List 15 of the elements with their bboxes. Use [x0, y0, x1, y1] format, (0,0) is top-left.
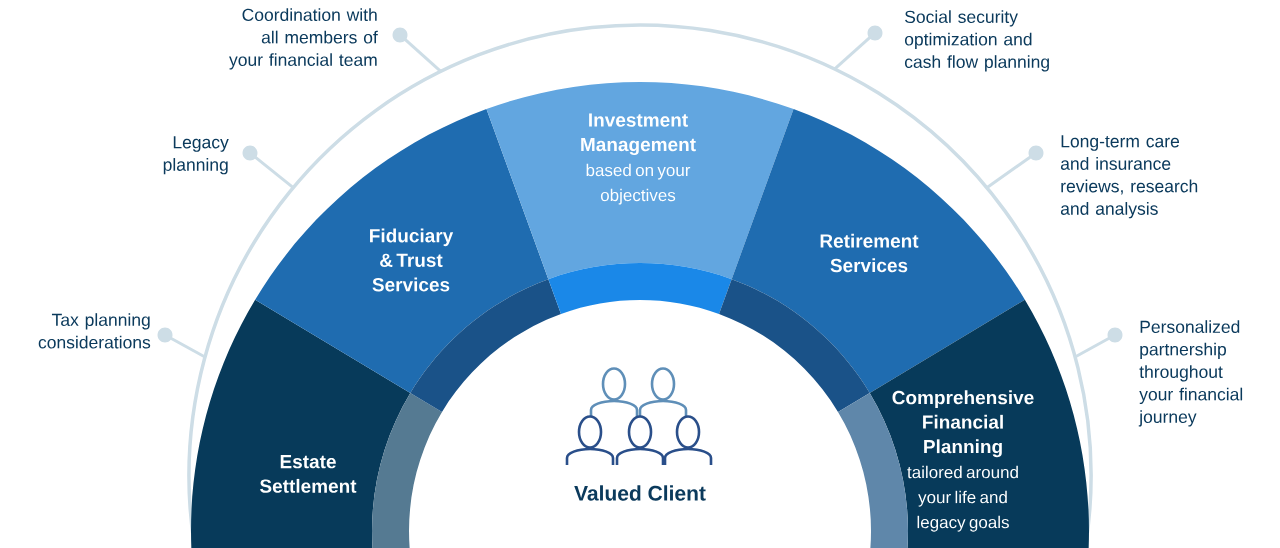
segment: Fiduciary & Trust Services	[255, 109, 561, 412]
callout-text: Legacy planning	[163, 136, 229, 175]
leader-line	[392, 27, 442, 73]
callout-text: Long-term care and insurance reviews, research and analysis	[1060, 135, 1198, 219]
leader-line	[242, 145, 295, 189]
callout-text: Personalized partnership throughout your financial journey	[1138, 320, 1243, 427]
leader-line	[1074, 327, 1123, 359]
callout-text: Tax planning considerations	[38, 313, 151, 349]
segment: Investment Management based on your objectives	[486, 82, 794, 314]
leader-line	[157, 327, 206, 359]
callout-text: Social security optimization and cash flow planning	[904, 10, 1049, 72]
leader-line	[833, 25, 883, 71]
callout-text: Coordination with all members of your financial team	[229, 8, 378, 70]
leader-line	[985, 145, 1044, 189]
center-label: Valued Client	[574, 485, 706, 501]
